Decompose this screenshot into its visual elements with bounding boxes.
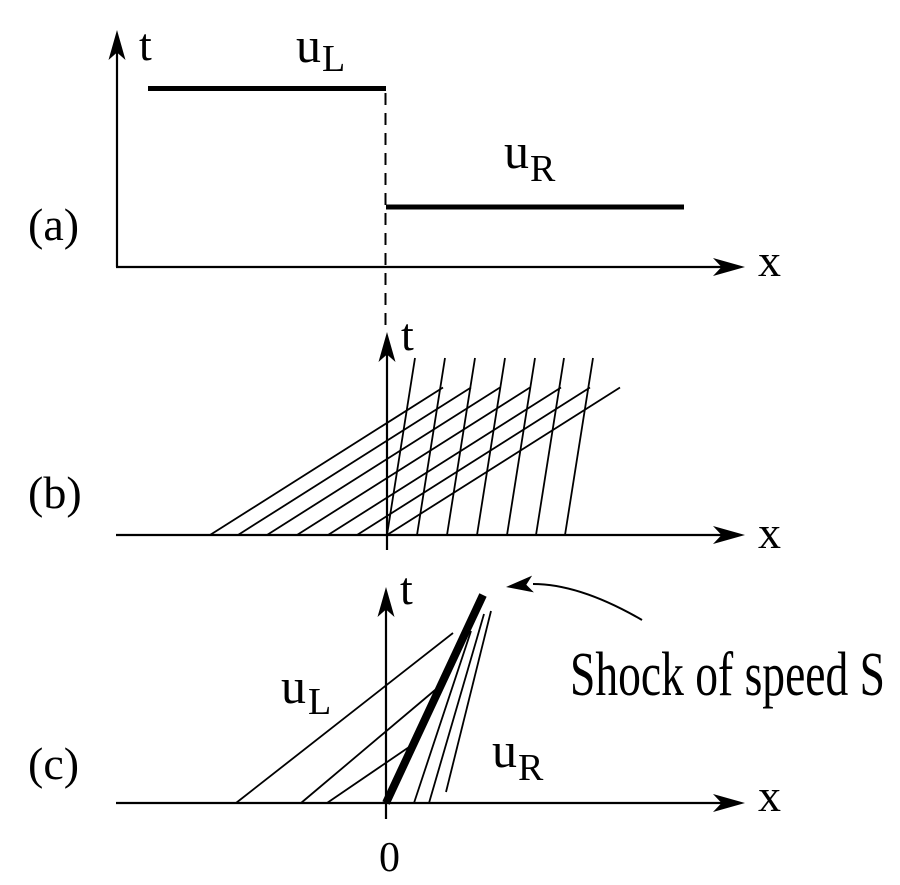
characteristic-line <box>564 357 594 536</box>
panel-c-x-axis-arrowhead-icon <box>713 794 745 812</box>
panel-c-right-characteristics <box>413 610 492 804</box>
characteristic-line <box>209 386 444 536</box>
panel-c-u-right-label: u <box>492 722 517 778</box>
characteristic-line <box>327 386 562 536</box>
panel-c-u-left-subscript: L <box>308 681 331 723</box>
characteristic-line <box>386 357 416 536</box>
characteristic-line <box>445 610 492 793</box>
characteristic-line <box>506 357 536 536</box>
characteristic-line <box>266 386 501 536</box>
panel-b-x-axis-arrowhead-icon <box>713 526 745 544</box>
characteristic-line <box>235 632 454 804</box>
panel-c-origin-label: 0 <box>379 835 400 881</box>
characteristic-line <box>237 386 472 536</box>
panel-a-u-left-label: u <box>296 17 321 73</box>
characteristic-line <box>446 357 476 536</box>
panel-b: (b) x t <box>28 309 781 558</box>
panel-c: (c) x t 0 u L u R Shock of speed S <box>28 563 885 881</box>
panel-a-t-axis-label: t <box>139 19 152 70</box>
panel-c-u-left-label: u <box>281 658 306 714</box>
shock-annotation-label: Shock of speed S <box>570 641 885 709</box>
characteristic-line <box>416 357 446 536</box>
characteristic-line <box>535 357 565 536</box>
panel-b-x-axis-label: x <box>758 507 781 558</box>
shock-segment <box>382 593 487 805</box>
panel-c-t-axis-arrowhead-icon <box>377 587 395 617</box>
characteristic-line <box>386 386 621 536</box>
panel-a-x-axis-arrowhead-icon <box>713 258 745 276</box>
panel-c-label: (c) <box>28 738 79 789</box>
panel-b-t-axis-label: t <box>401 309 414 360</box>
characteristic-line <box>428 613 485 804</box>
panel-c-x-axis-label: x <box>758 770 781 821</box>
shock-annotation-arrowhead-icon <box>506 575 534 593</box>
panel-a-u-right-label: u <box>504 123 529 179</box>
panel-a-x-axis-label: x <box>758 235 781 286</box>
panel-a-label: (a) <box>28 199 79 250</box>
characteristic-line <box>326 742 416 804</box>
panel-a-u-right-subscript: R <box>530 148 556 190</box>
panel-b-left-characteristics <box>209 386 621 536</box>
shock-annotation-arrow-curve <box>532 583 643 621</box>
panel-b-label: (b) <box>28 467 82 518</box>
panel-a-u-left-subscript: L <box>322 38 345 80</box>
characteristic-line <box>476 357 506 536</box>
panel-b-right-characteristics <box>386 357 594 536</box>
characteristic-line <box>300 684 442 804</box>
panel-c-left-characteristics <box>235 632 454 804</box>
characteristic-line <box>296 386 531 536</box>
characteristic-line <box>356 386 591 536</box>
characteristic-line <box>413 630 472 804</box>
panel-a-t-axis-arrowhead-icon <box>108 30 126 60</box>
panel-c-shock-line <box>382 593 487 805</box>
panel-c-t-axis-label: t <box>400 563 413 614</box>
panel-b-t-axis-arrowhead-icon <box>378 332 396 362</box>
panel-c-u-right-subscript: R <box>518 747 544 789</box>
panel-a: (a) t x u L u R <box>28 17 781 330</box>
